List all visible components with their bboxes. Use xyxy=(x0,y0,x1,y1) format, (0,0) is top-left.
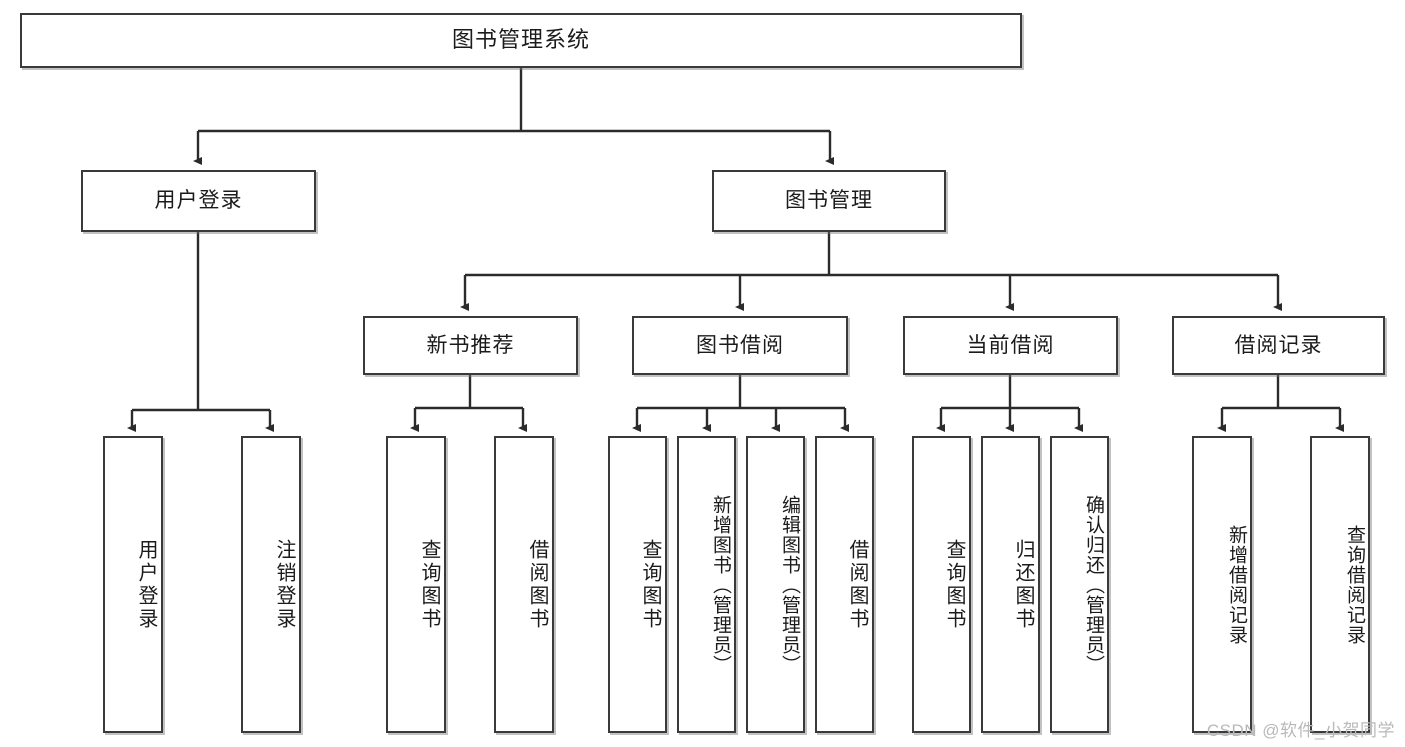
leaf-borrow-book-2-label: 借阅图书 xyxy=(846,538,868,631)
node-book-borrow-label: 图书借阅 xyxy=(696,333,784,357)
watermark-text: CSDN @软件_小贺同学 xyxy=(1206,721,1395,740)
leaf-query-book-1-label: 查询图书 xyxy=(418,538,440,631)
leaf-confirm-return-label: 确认归还（管理员） xyxy=(1083,494,1104,675)
node-borrow-record[interactable]: 借阅记录 xyxy=(1172,316,1385,375)
node-new-book-recommend[interactable]: 新书推荐 xyxy=(363,316,578,375)
leaf-query-book-2[interactable]: 查询图书 xyxy=(608,436,667,733)
node-root[interactable]: 图书管理系统 xyxy=(20,13,1022,68)
node-book-manage-label: 图书管理 xyxy=(785,189,873,213)
leaf-add-record[interactable]: 新增借阅记录 xyxy=(1192,436,1252,733)
leaf-return-book-label: 归还图书 xyxy=(1012,538,1034,631)
leaf-query-record[interactable]: 查询借阅记录 xyxy=(1310,436,1370,733)
node-root-label: 图书管理系统 xyxy=(451,27,590,53)
node-book-manage[interactable]: 图书管理 xyxy=(712,170,946,232)
leaf-query-book-3-label: 查询图书 xyxy=(943,538,965,631)
node-current-borrow-label: 当前借阅 xyxy=(966,333,1055,357)
leaf-edit-book-label: 编辑图书（管理员） xyxy=(779,494,800,675)
leaf-user-login-label: 用户登录 xyxy=(135,538,157,631)
leaf-add-book[interactable]: 新增图书（管理员） xyxy=(677,436,736,733)
leaf-query-book-3[interactable]: 查询图书 xyxy=(912,436,971,733)
leaf-borrow-book-1[interactable]: 借阅图书 xyxy=(494,436,554,733)
leaf-user-login[interactable]: 用户登录 xyxy=(103,436,163,733)
leaf-query-book-1[interactable]: 查询图书 xyxy=(386,436,446,733)
leaf-confirm-return[interactable]: 确认归还（管理员） xyxy=(1050,436,1109,733)
leaf-add-book-label: 新增图书（管理员） xyxy=(710,494,731,675)
leaf-add-record-label: 新增借阅记录 xyxy=(1226,524,1247,645)
node-new-book-recommend-label: 新书推荐 xyxy=(426,333,515,357)
leaf-logout-login-label: 注销登录 xyxy=(273,538,295,631)
leaf-query-book-2-label: 查询图书 xyxy=(639,538,661,631)
node-user-login-label: 用户登录 xyxy=(154,189,243,213)
leaf-edit-book[interactable]: 编辑图书（管理员） xyxy=(746,436,805,733)
node-user-login[interactable]: 用户登录 xyxy=(81,170,316,232)
leaf-borrow-book-2[interactable]: 借阅图书 xyxy=(815,436,874,733)
leaf-return-book[interactable]: 归还图书 xyxy=(981,436,1040,733)
leaf-query-record-label: 查询借阅记录 xyxy=(1344,524,1365,645)
leaf-borrow-book-1-label: 借阅图书 xyxy=(526,538,548,631)
leaf-logout-login[interactable]: 注销登录 xyxy=(241,436,301,733)
node-book-borrow[interactable]: 图书借阅 xyxy=(632,316,848,375)
node-borrow-record-label: 借阅记录 xyxy=(1234,333,1323,357)
node-current-borrow[interactable]: 当前借阅 xyxy=(903,316,1118,375)
